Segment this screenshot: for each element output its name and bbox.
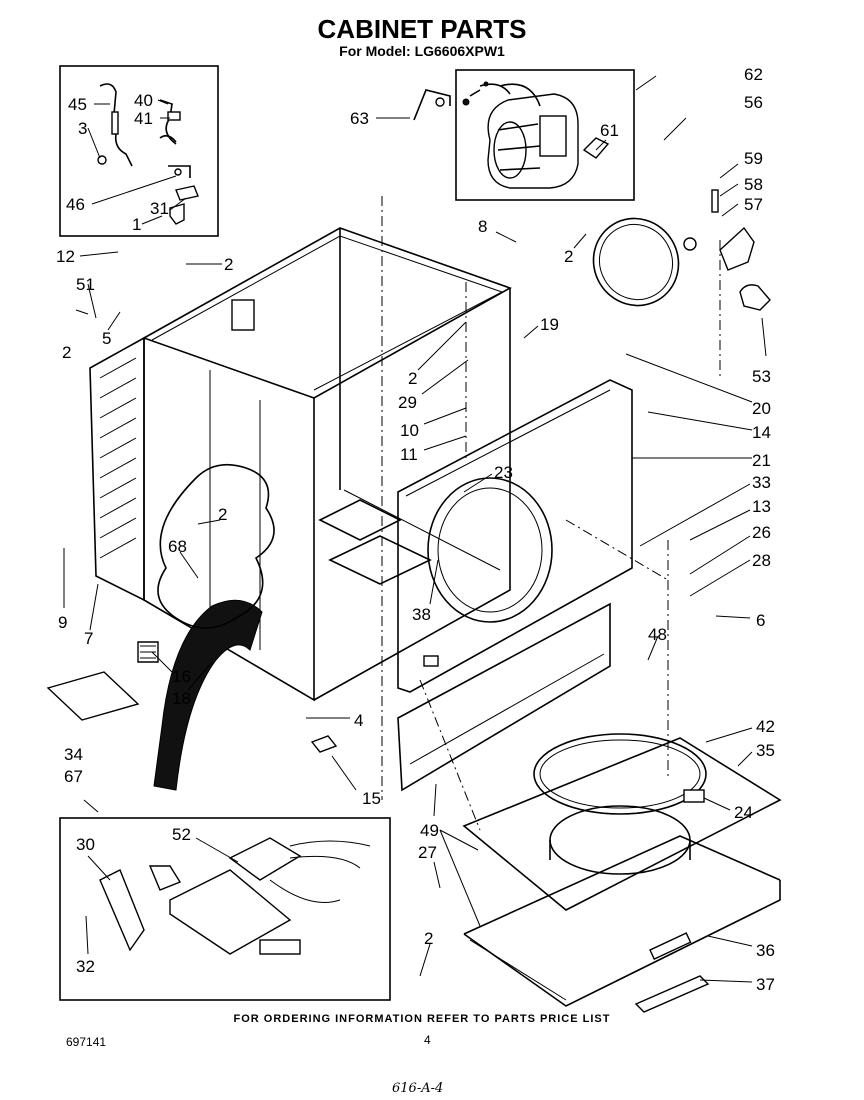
callout-28: 28 [752, 551, 771, 570]
callout-30: 30 [76, 835, 95, 854]
inset-box-motor [455, 69, 635, 201]
wiring-hardware-group [97, 83, 199, 225]
callout-9: 9 [58, 613, 67, 632]
callout-1: 1 [132, 215, 141, 234]
callout-3: 3 [78, 119, 87, 138]
callout-18: 18 [172, 689, 191, 708]
drive-belt [592, 217, 680, 307]
page-title: CABINET PARTS [318, 14, 527, 44]
callout-51: 51 [76, 275, 95, 294]
callout-24: 24 [734, 803, 753, 822]
callout-56: 56 [744, 93, 763, 112]
callout-12: 12 [56, 247, 75, 266]
callout-49: 49 [420, 821, 439, 840]
callout-2c: 2 [564, 247, 573, 266]
callout-46: 46 [66, 195, 85, 214]
callout-36: 36 [756, 941, 775, 960]
drum-seal [533, 733, 707, 815]
callout-19: 19 [540, 315, 559, 334]
drive-motor [462, 81, 610, 189]
service-tray [46, 671, 140, 721]
document-number: 697141 [66, 1035, 106, 1049]
access-panel [634, 975, 710, 1013]
burner-assembly [99, 837, 371, 955]
callout-2a: 2 [224, 255, 233, 274]
callout-38: 38 [412, 605, 431, 624]
callout-40: 40 [134, 91, 153, 110]
callout-2d: 2 [408, 369, 417, 388]
front-panel [397, 379, 633, 693]
callout-16: 16 [172, 667, 191, 686]
ordering-note: FOR ORDERING INFORMATION REFER TO PARTS … [234, 1013, 611, 1025]
leader-lines [63, 75, 767, 983]
callout-4: 4 [354, 711, 363, 730]
callout-5: 5 [102, 329, 111, 348]
callout-53: 53 [752, 367, 771, 386]
callout-33: 33 [752, 473, 771, 492]
callout-6: 6 [756, 611, 765, 630]
callout-2f: 2 [424, 929, 433, 948]
callout-15: 15 [362, 789, 381, 808]
page-number: 4 [424, 1033, 431, 1047]
callout-31: 31 [150, 199, 169, 218]
callout-2b: 2 [62, 343, 71, 362]
terminal-block [310, 735, 338, 753]
inset-box-burner [59, 817, 391, 1001]
callout-41: 41 [134, 109, 153, 128]
cabinet-body [142, 227, 512, 702]
callout-32: 32 [76, 957, 95, 976]
callout-21: 21 [752, 451, 771, 470]
callout-63: 63 [350, 109, 369, 128]
callout-37: 37 [756, 975, 775, 994]
callout-67: 67 [64, 767, 83, 786]
exhaust-duct [153, 599, 263, 791]
callout-10: 10 [400, 421, 419, 440]
callout-14: 14 [752, 423, 771, 442]
callout-26: 26 [752, 523, 771, 542]
callout-68: 68 [168, 537, 187, 556]
handwritten-code: 616-A-4 [392, 1081, 443, 1096]
callout-11: 11 [400, 445, 418, 464]
callout-52: 52 [172, 825, 191, 844]
base-plate [462, 737, 782, 911]
callout-2e: 2 [218, 505, 227, 524]
side-panel [89, 336, 145, 602]
callout-35: 35 [756, 741, 775, 760]
callout-62: 62 [744, 65, 763, 84]
callout-20: 20 [752, 399, 771, 418]
motor-bracket [413, 89, 451, 121]
callout-42: 42 [756, 717, 775, 736]
callout-61: 61 [600, 121, 619, 140]
callout-34: 34 [64, 745, 83, 764]
callout-48: 48 [648, 625, 667, 644]
callout-57: 57 [744, 195, 763, 214]
callout-59: 59 [744, 149, 763, 168]
callout-58: 58 [744, 175, 763, 194]
callout-7: 7 [84, 629, 93, 648]
toe-panel [397, 602, 611, 792]
inset-box-wiring [59, 65, 219, 237]
callout-13: 13 [752, 497, 771, 516]
idler-assembly [683, 189, 771, 311]
callout-29: 29 [398, 393, 417, 412]
callout-27: 27 [418, 843, 437, 862]
callout-45: 45 [68, 95, 87, 114]
callout-8: 8 [478, 217, 487, 236]
model-subtitle: For Model: LG6606XPW1 [339, 43, 505, 59]
callout-23: 23 [494, 463, 513, 482]
